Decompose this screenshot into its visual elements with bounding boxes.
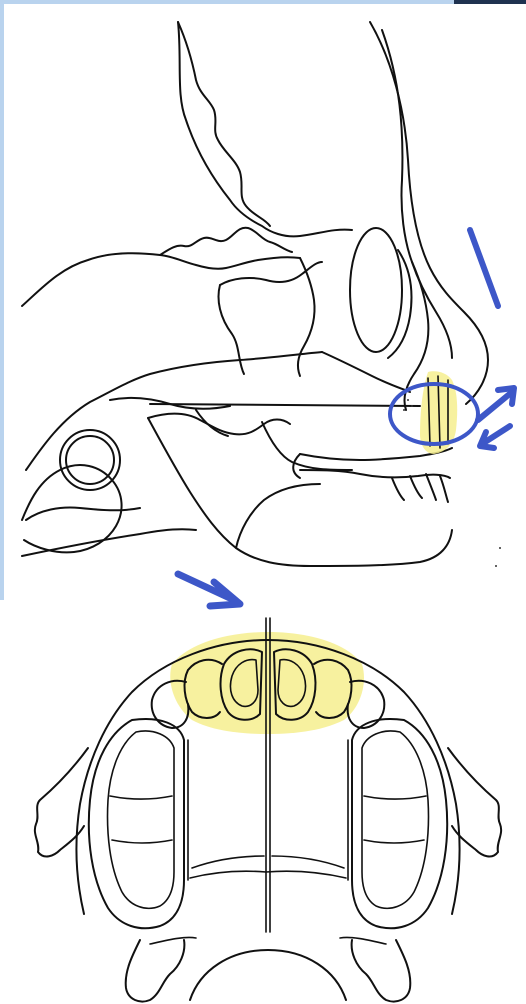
- molars-right-inner: [362, 731, 428, 908]
- molars-left-outer: [89, 719, 184, 928]
- zygomatic-arch: [26, 352, 322, 470]
- skull-base: [26, 508, 140, 521]
- pterygoid-left: [126, 940, 185, 1002]
- mandible-outline: [148, 418, 452, 566]
- incisor-highlight-bottom: [170, 632, 364, 734]
- molar-left-divisions: [110, 796, 172, 843]
- molars-right-outer: [352, 719, 447, 928]
- ear-canal: [60, 430, 120, 490]
- mandible-body: [236, 484, 320, 548]
- palatine-transverse: [190, 871, 346, 878]
- palate-line: [150, 404, 420, 406]
- inner-nasal-profile: [382, 30, 452, 358]
- palatine-suture-right: [272, 740, 348, 880]
- cranium-outline: [178, 22, 352, 236]
- occipital-outline: [22, 253, 300, 306]
- pterygoid-plates: [150, 937, 386, 944]
- skull-lateral-view: [22, 22, 488, 566]
- maxilla-outline: [322, 352, 410, 392]
- jaw-joint: [293, 454, 300, 478]
- mandible-condyle: [262, 422, 352, 470]
- ear-canal-inner: [66, 436, 114, 484]
- jaw-lower-line: [22, 529, 196, 556]
- molars-left-inner: [108, 731, 174, 908]
- palate-pointer-arrow: [178, 574, 240, 606]
- vomer-outline: [190, 950, 346, 1000]
- orbit: [350, 228, 402, 352]
- molar-right-divisions: [364, 796, 426, 843]
- nasal-line-marker: [470, 230, 498, 306]
- outward-arrows: [478, 388, 514, 448]
- palate-inferior-view: [35, 618, 501, 1002]
- palatine-suture-left: [188, 740, 264, 880]
- coronal-suture: [178, 22, 270, 226]
- pterygoid-right: [352, 940, 411, 1002]
